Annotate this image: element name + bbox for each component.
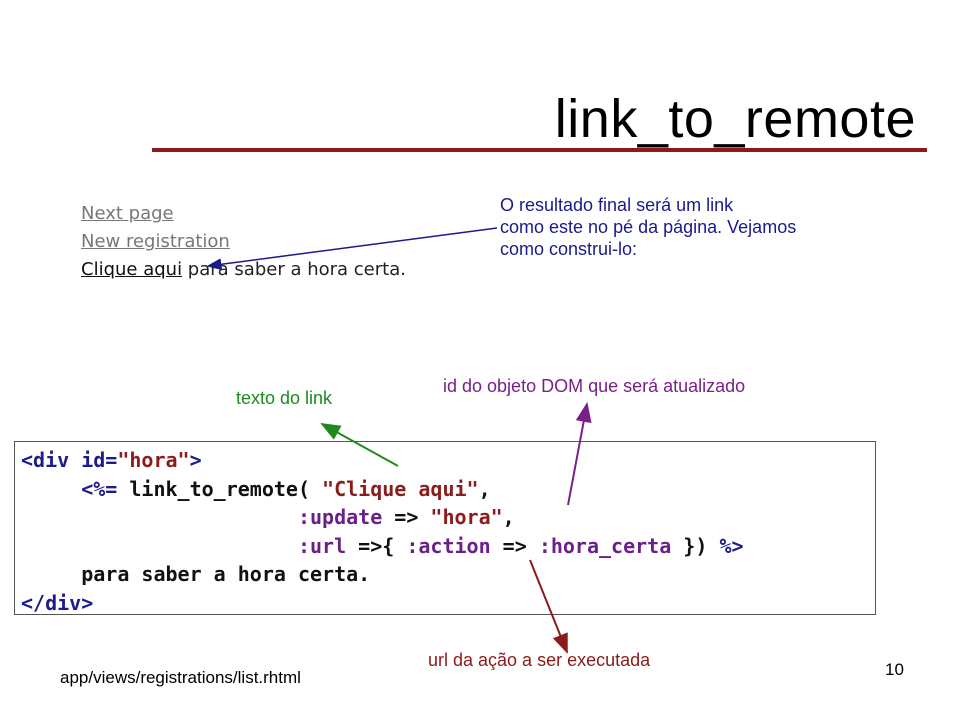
dom-id-label: id do objeto DOM que será atualizado [443, 376, 746, 396]
title-rule [152, 148, 927, 152]
code-line-6: </div> [21, 590, 94, 615]
arrow-to-dom-id [567, 402, 592, 506]
arrow-to-url-action [529, 559, 568, 654]
code-comma-1: , [478, 476, 491, 501]
code-line-5: para saber a hora certa. [21, 562, 371, 587]
code-update-value: "hora" [430, 505, 503, 530]
code-url-symbol: :url [297, 533, 347, 558]
code-attr-value: "hora" [117, 448, 190, 472]
url-action-label: url da ação a ser executada [428, 650, 651, 670]
arrow-to-link-text [320, 423, 399, 467]
code-update-symbol: :update [297, 505, 383, 530]
clique-aqui-rest: para saber a hora certa. [182, 259, 406, 280]
clique-aqui-line: Clique aqui para saber a hora certa. [81, 259, 406, 280]
code-block: <div id="hora"> <%= link_to_remote( "Cli… [15, 442, 875, 618]
note-line-1: O resultado final será um link [500, 195, 734, 215]
clique-aqui-link[interactable]: Clique aqui [81, 259, 183, 280]
code-function: link_to_remote( [117, 476, 323, 501]
code-comma-2: , [502, 505, 515, 530]
code-close-paren: }) [671, 533, 720, 558]
note-line-3: como construi-lo: [500, 239, 638, 259]
code-arrow-1: => [382, 505, 431, 530]
code-attr: id= [81, 448, 118, 472]
arrow-to-link [206, 227, 498, 271]
code-link-text: "Clique aqui" [322, 476, 479, 501]
slide-title: link_to_remote [554, 89, 916, 149]
result-note: O resultado final será um link como este… [500, 194, 920, 260]
code-tag-open: <div [21, 448, 82, 472]
next-page-link[interactable]: Next page [81, 203, 174, 224]
code-arrow-3: => [490, 533, 539, 558]
code-arrow-2: =>{ [346, 533, 407, 558]
link-text-label: texto do link [236, 388, 333, 408]
file-path: app/views/registrations/list.rhtml [60, 668, 301, 687]
code-action-value: :hora_certa [538, 533, 672, 558]
note-line-2: como este no pé da página. Vejamos [500, 217, 797, 237]
new-registration-link[interactable]: New registration [81, 231, 230, 252]
code-action-symbol: :action [406, 533, 491, 558]
code-erb-close: %> [719, 533, 744, 558]
page-number: 10 [885, 660, 904, 679]
screenshot-links: Next page New registration Clique aqui p… [81, 200, 406, 284]
code-tag-close: > [189, 448, 202, 472]
code-erb-open: <%= [81, 476, 118, 501]
code-box: <div id="hora"> <%= link_to_remote( "Cli… [14, 441, 876, 615]
